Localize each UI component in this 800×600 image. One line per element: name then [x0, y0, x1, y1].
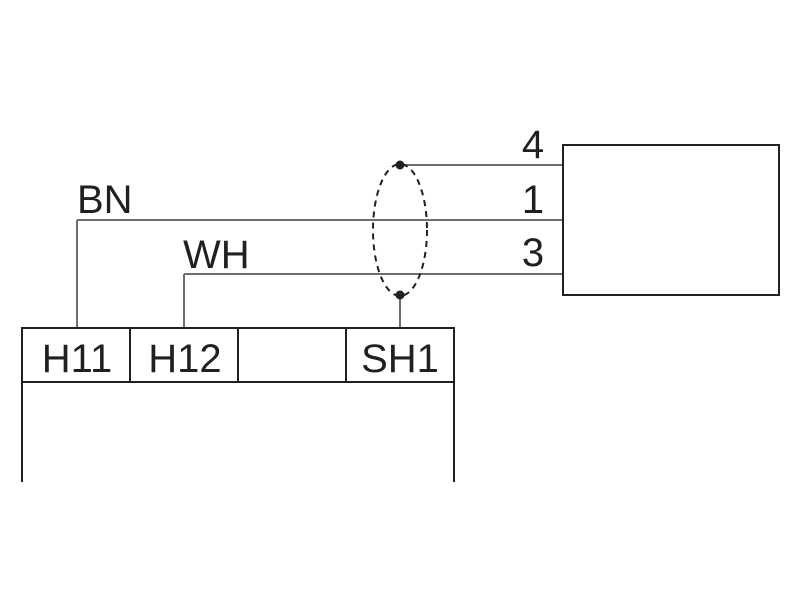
- shield-junction-dot-bottom: [395, 290, 405, 300]
- wire-label-bn: BN: [77, 178, 133, 222]
- shield-junction-dot-top: [395, 160, 405, 170]
- pin-label-3: 3: [522, 231, 544, 275]
- pin-label-1: 1: [522, 178, 544, 222]
- cable-shield-ellipse: [372, 163, 428, 297]
- pin-label-4: 4: [522, 123, 544, 167]
- terminal-label-h12: H12: [148, 337, 221, 381]
- wire-label-wh: WH: [183, 233, 250, 277]
- terminal-label-sh1: SH1: [361, 337, 439, 381]
- terminal-label-h11: H11: [42, 337, 112, 381]
- device-box: [562, 144, 780, 296]
